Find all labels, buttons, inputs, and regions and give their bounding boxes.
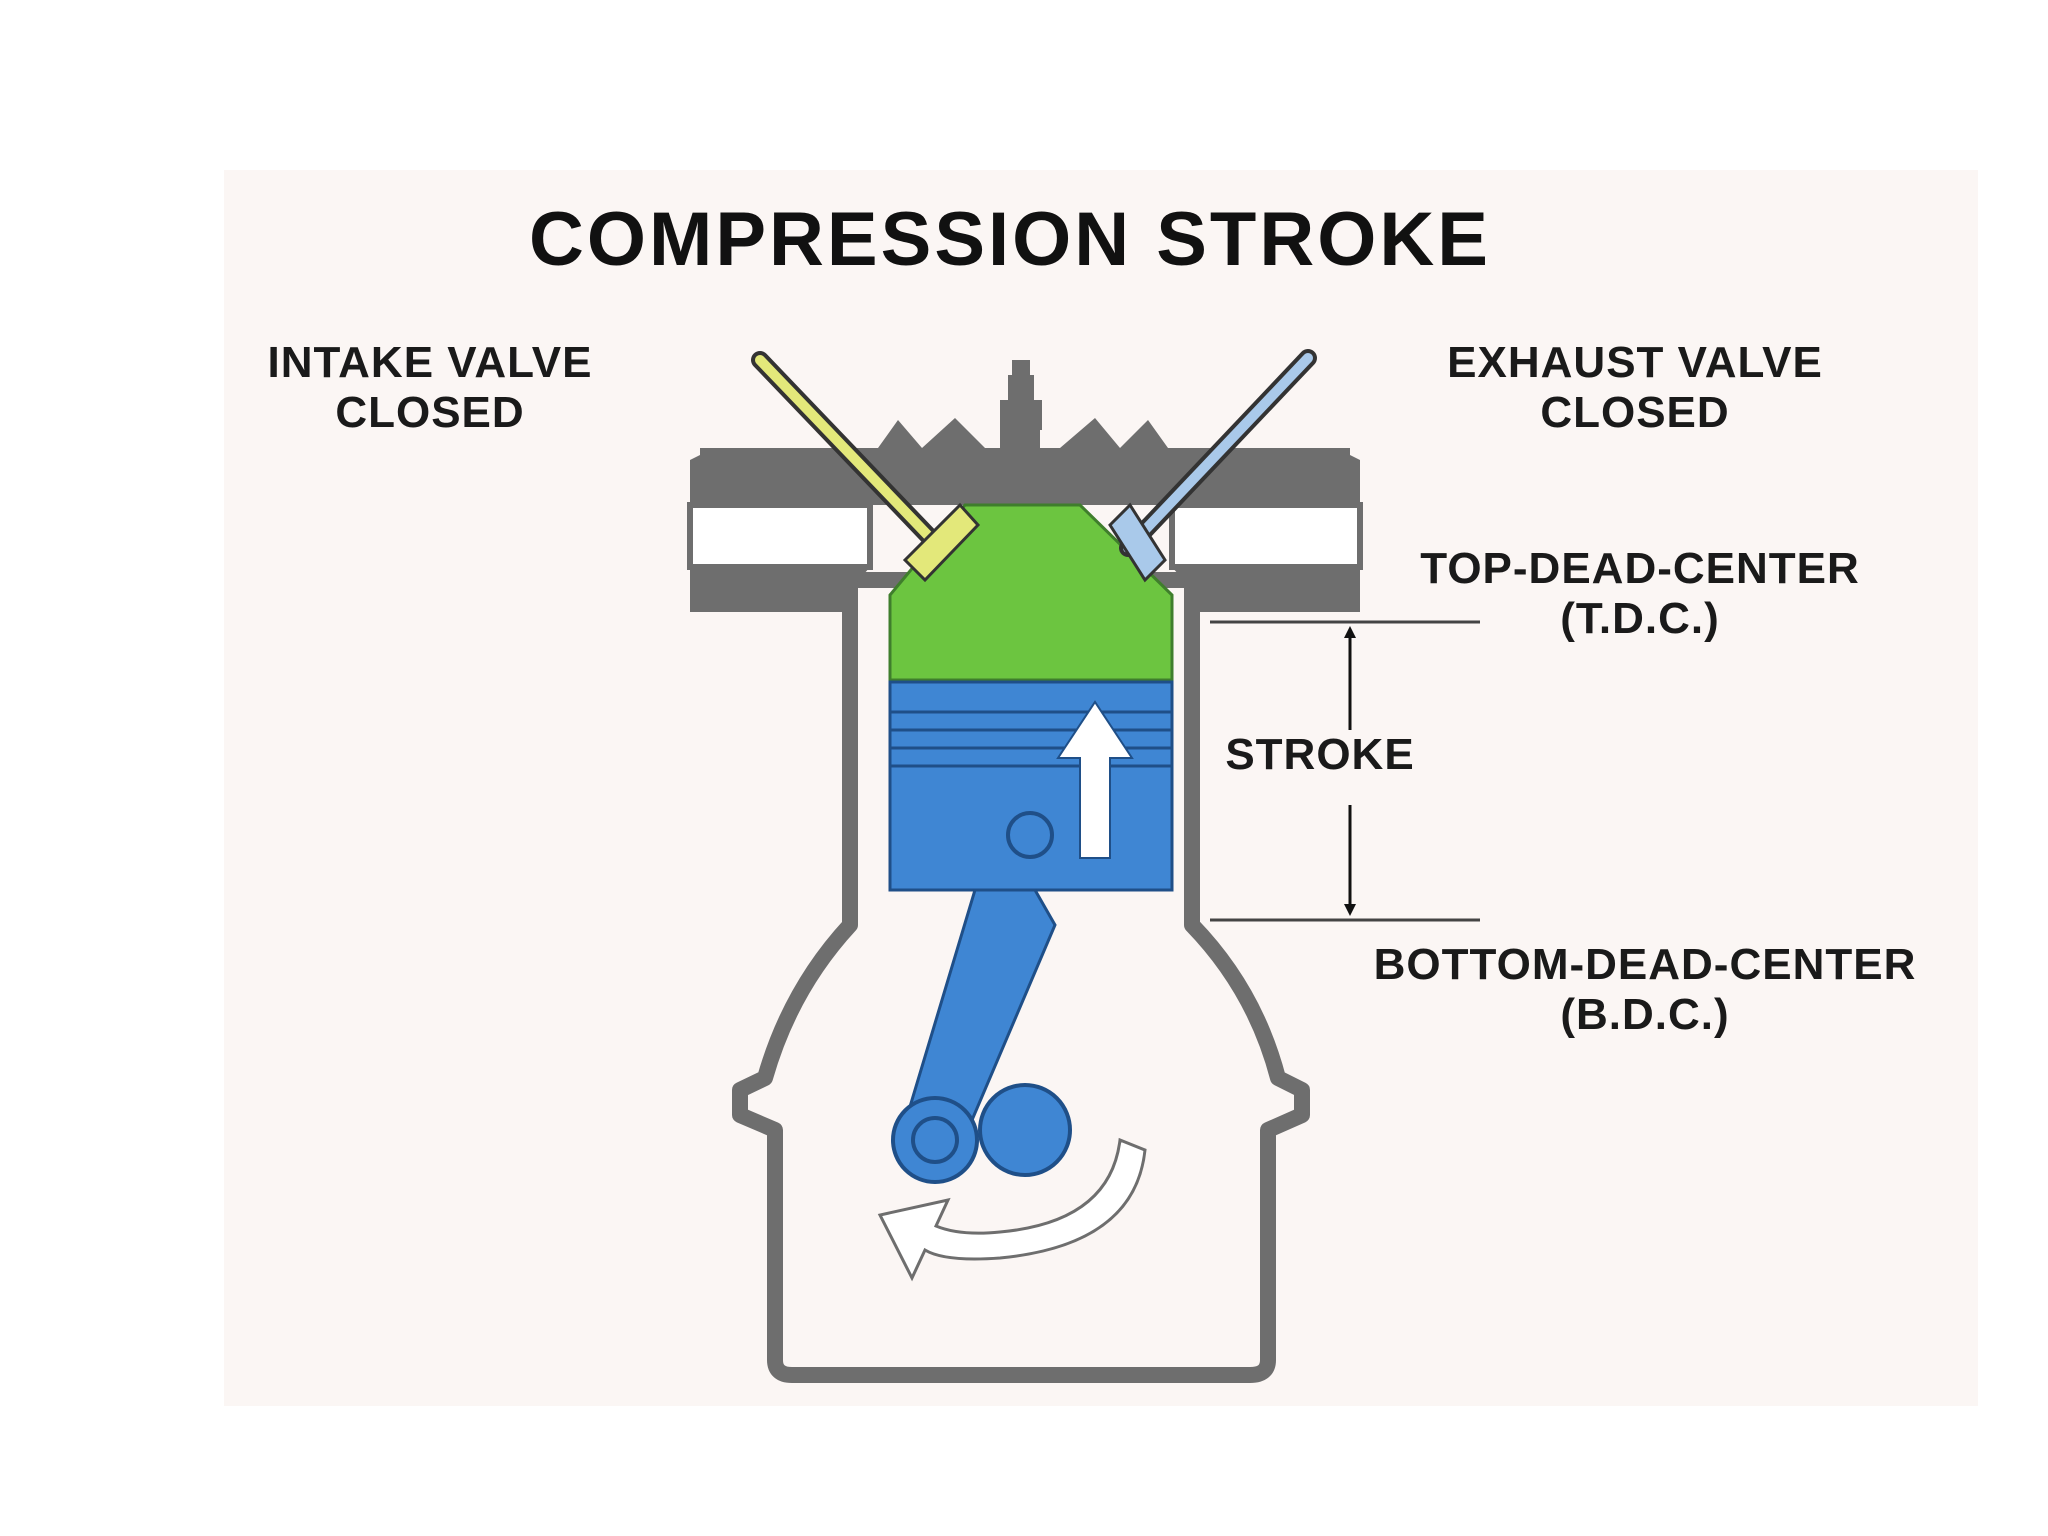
tdc-label-line2: (T.D.C.)	[1560, 594, 1720, 643]
stroke-label: STROKE	[1225, 730, 1415, 779]
bdc-label-line2: (B.D.C.)	[1560, 990, 1730, 1039]
crankcase	[732, 572, 1310, 1383]
compressed-mixture	[888, 503, 1174, 682]
tdc-label-line1: TOP-DEAD-CENTER	[1420, 544, 1860, 593]
bdc-label: BOTTOM-DEAD-CENTER (B.D.C.)	[1340, 940, 1950, 1040]
manifold-right	[1169, 502, 1363, 570]
piston	[888, 680, 1174, 892]
diagram-title: COMPRESSION STROKE	[529, 197, 1491, 282]
connecting-rod	[891, 888, 1072, 1184]
tdc-label: TOP-DEAD-CENTER (T.D.C.)	[1380, 544, 1900, 644]
exhaust-valve	[1108, 349, 1317, 583]
intake-valve	[751, 351, 981, 583]
exhaust-label-line2: CLOSED	[1540, 388, 1730, 437]
head-lower-flange	[690, 567, 1360, 612]
manifold-left	[687, 502, 873, 570]
bdc-label-line1: BOTTOM-DEAD-CENTER	[1373, 940, 1917, 989]
piston-pin	[1006, 811, 1054, 859]
spark-plug	[1000, 360, 1042, 510]
exhaust-label-line1: EXHAUST VALVE	[1447, 338, 1823, 387]
intake-label-line1: INTAKE VALVE	[267, 338, 593, 387]
intake-valve-label: INTAKE VALVE CLOSED	[240, 338, 620, 438]
exhaust-valve-label: EXHAUST VALVE CLOSED	[1400, 338, 1870, 438]
intake-label-line2: CLOSED	[335, 388, 525, 437]
piston-up-arrow	[1056, 700, 1134, 859]
rotation-arrow	[877, 1137, 1147, 1282]
